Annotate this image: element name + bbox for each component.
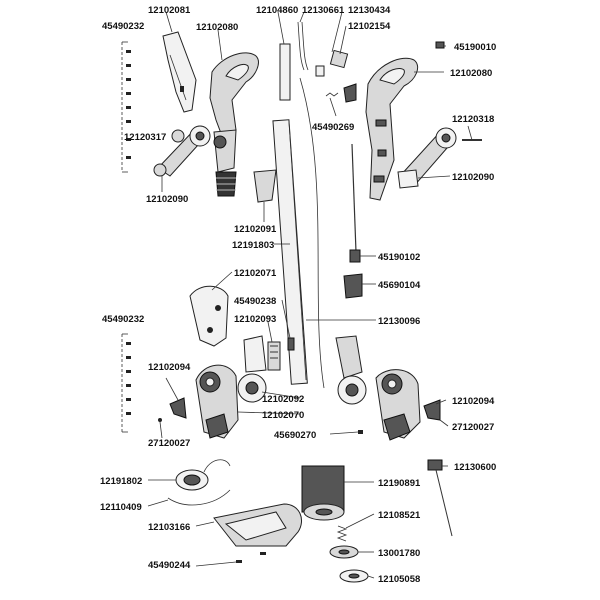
label-12102071: 12102071: [234, 268, 277, 279]
motor-housing-right-a: [335, 335, 367, 405]
blade-left-12102094: [169, 397, 187, 419]
screw-45190010: [435, 41, 445, 49]
trigger-12102154: [343, 83, 357, 103]
motor-housing-right-b: [375, 369, 421, 441]
switch-12130434: [329, 49, 349, 69]
aux-handle-left: [153, 125, 211, 177]
shaft-12191803: [272, 119, 308, 385]
screw-set-top: [121, 41, 131, 173]
label-45690270: 45690270: [274, 430, 316, 441]
label-12102093: 12102093: [234, 314, 276, 325]
label-45490244: 45490244: [148, 560, 191, 571]
label-12105058: 12105058: [378, 574, 420, 585]
long-cable: [299, 77, 325, 389]
spring-12108521: [336, 525, 348, 542]
label-27120027-right: 27120027: [452, 422, 494, 433]
label-12191802: 12191802: [100, 476, 142, 487]
label-12120317: 12120317: [124, 132, 166, 143]
plug-45690104: [343, 273, 363, 299]
label-12102090-left: 12102090: [146, 194, 188, 205]
leader-lines: [147, 11, 473, 579]
spring-12110409: [167, 489, 231, 506]
label-12104860: 12104860: [256, 5, 298, 16]
label-45490238: 45490238: [234, 296, 276, 307]
screw-set-bottom: [121, 333, 131, 433]
motor-cover-12102071: [189, 285, 229, 347]
label-12190891: 12190891: [378, 478, 421, 489]
clip-45490238: [287, 337, 295, 351]
label-45490232-bottom: 45490232: [102, 314, 144, 325]
label-12130661: 12130661: [302, 5, 345, 16]
cord-12130600: [427, 459, 453, 537]
label-12102081: 12102081: [148, 5, 191, 16]
guard-12103166: [213, 503, 302, 547]
label-12191803: 12191803: [232, 240, 274, 251]
label-45190102: 45190102: [378, 252, 420, 263]
label-45190010: 45190010: [454, 42, 496, 53]
label-12102090-right: 12102090: [452, 172, 494, 183]
main-handle-right: [365, 57, 419, 201]
label-12108521: 12108521: [378, 510, 421, 521]
label-12102070: 12102070: [262, 410, 304, 421]
screws-45490244: [236, 552, 266, 563]
screw-45690270: [358, 430, 363, 434]
spool-13001780: [329, 545, 359, 559]
connector-12102093: [243, 335, 281, 373]
label-12102080-top: 12102080: [196, 22, 238, 33]
cable-12130661: [297, 21, 305, 71]
cap-12105058: [339, 569, 369, 583]
guard-wheel-12102092: [237, 373, 267, 403]
label-12102091: 12102091: [234, 224, 277, 235]
label-12102080-right: 12102080: [450, 68, 492, 79]
wire-45190102: [351, 143, 357, 253]
knob-12120317: [171, 129, 185, 143]
label-45490269: 45490269: [312, 122, 354, 133]
handle-cover-left: [162, 31, 197, 113]
label-45690104: 45690104: [378, 280, 421, 291]
label-12130600: 12130600: [454, 462, 496, 473]
motor-12190891: [301, 465, 345, 521]
label-12103166: 12103166: [148, 522, 190, 533]
grip-12102091: [253, 169, 277, 203]
label-12130096: 12130096: [378, 316, 420, 327]
motor-housing-left: [195, 364, 239, 439]
tube-12104860: [279, 43, 291, 101]
spool-holder-12191802: [175, 459, 231, 491]
spring-45490269: [325, 92, 339, 97]
aux-handle-right: [397, 127, 457, 189]
label-13001780: 13001780: [378, 548, 420, 559]
label-12102092: 12102092: [262, 394, 304, 405]
main-handle-left: [209, 52, 259, 197]
label-45490232-top: 45490232: [102, 21, 144, 32]
label-12110409: 12110409: [100, 502, 142, 513]
label-12130434: 12130434: [348, 5, 391, 16]
label-12102154: 12102154: [348, 21, 391, 32]
label-12120318: 12120318: [452, 114, 494, 125]
label-12102094-right: 12102094: [452, 396, 495, 407]
label-27120027-left: 27120027: [148, 438, 190, 449]
label-12102094-left: 12102094: [148, 362, 191, 373]
